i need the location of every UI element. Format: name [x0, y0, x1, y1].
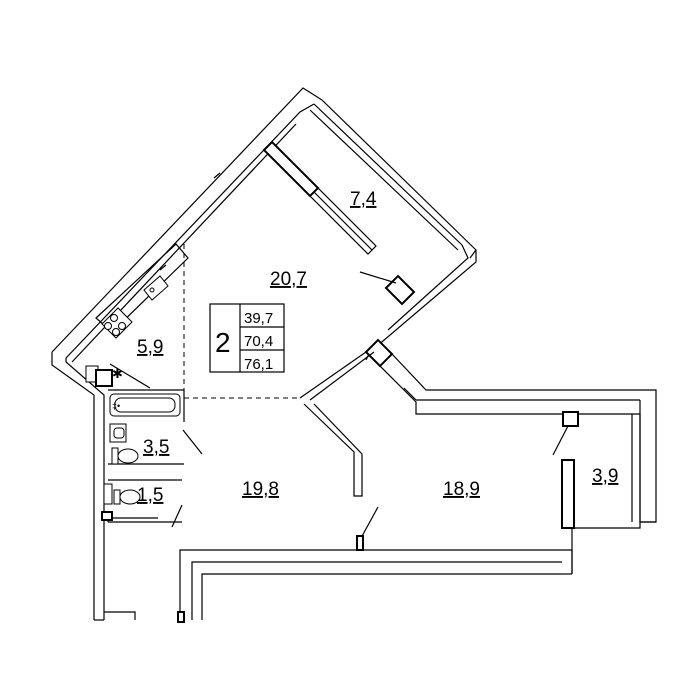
area-hall: 19,8 — [242, 479, 279, 500]
stove-icon — [101, 307, 133, 339]
sink-icon — [143, 275, 169, 301]
living-area: 39,7 — [244, 310, 273, 327]
kitchen-fixtures: ✱ — [85, 243, 189, 387]
room-labels: 7,4 20,7 5,9 3,5 1,5 19,8 18,9 3,9 — [137, 189, 618, 506]
living-right-wall — [359, 244, 477, 368]
washbasin-icon — [109, 423, 127, 443]
bathtub-icon: ‡• — [109, 393, 181, 417]
area-loggia-top: 7,4 — [350, 189, 377, 210]
loggia-top — [262, 99, 477, 259]
loggia-right — [552, 400, 657, 574]
area-kitchen: 5,9 — [137, 337, 163, 358]
area-bathroom: 3,5 — [143, 437, 169, 458]
area-living-room: 20,7 — [270, 269, 307, 290]
interior-walls — [108, 244, 379, 551]
area-loggia-right: 3,9 — [592, 466, 618, 487]
svg-text:✱: ✱ — [112, 366, 123, 381]
apartment-info-table: 2 39,7 70,4 76,1 — [209, 303, 285, 373]
fan-icon: ✱ — [85, 365, 123, 387]
bath-fixtures: ‡• — [101, 393, 181, 522]
area-toilet: 1,5 — [137, 485, 163, 506]
total-with-loggia: 76,1 — [244, 356, 273, 373]
toilet-icon — [111, 447, 139, 465]
toilet-2-icon — [101, 483, 158, 522]
total-area: 70,4 — [244, 333, 273, 350]
svg-text:‡•: ‡• — [112, 401, 120, 411]
area-bedroom: 18,9 — [443, 479, 480, 500]
rooms-count: 2 — [215, 327, 231, 358]
bottom-walls — [177, 549, 573, 623]
bedroom-window — [379, 353, 657, 522]
